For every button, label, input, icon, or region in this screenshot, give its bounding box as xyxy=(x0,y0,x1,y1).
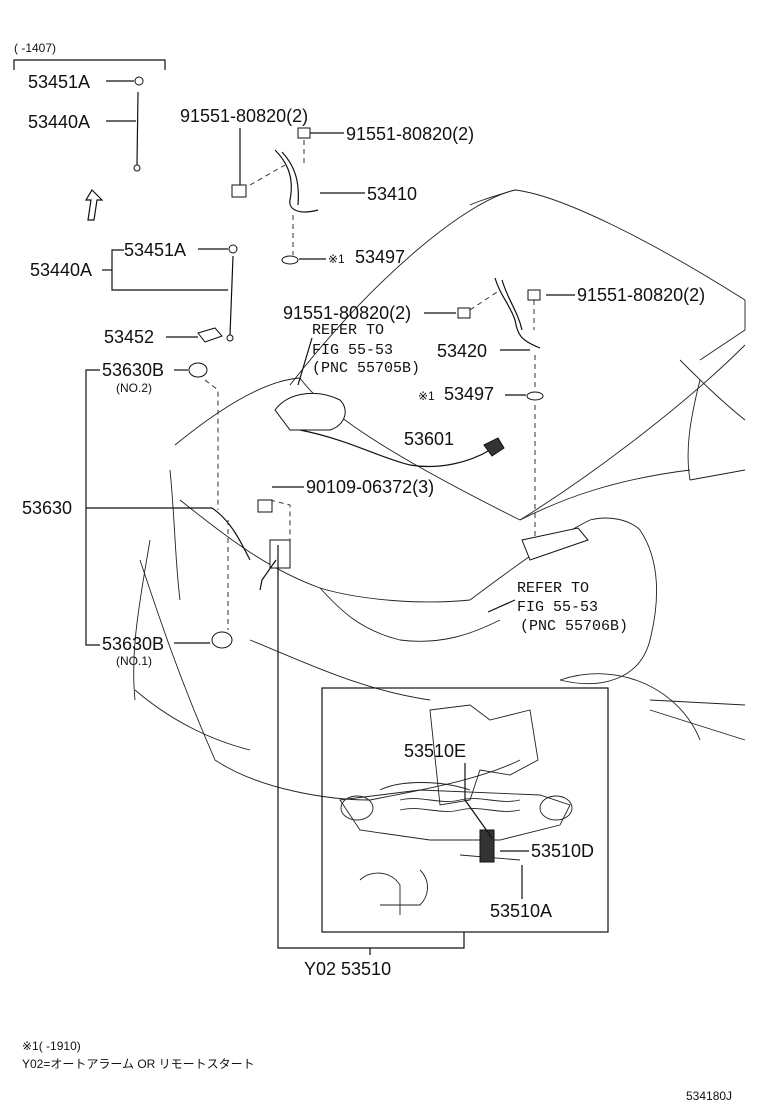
vehicle-outline xyxy=(133,189,746,801)
part-91551-c[interactable]: 91551-80820(2) xyxy=(283,303,411,323)
part-53451A-top[interactable]: 53451A xyxy=(28,72,90,92)
diagram-code: 534180J xyxy=(686,1089,732,1103)
refer-1-line-a: REFER TO xyxy=(312,322,384,339)
refer-2-line-c: (PNC 55706B) xyxy=(520,618,628,635)
part-53630[interactable]: 53630 xyxy=(22,498,72,518)
bolt-icon xyxy=(257,499,273,513)
part-53497-mid[interactable]: 53497 xyxy=(444,384,494,404)
clamp-bottom-group: 53630B (NO.1) xyxy=(102,520,233,668)
support-rod-group: 53451A 53440A 53452 xyxy=(30,240,238,347)
cable-53630-group: 53630 xyxy=(22,498,251,561)
part-53630B-top[interactable]: 53630B xyxy=(102,360,164,380)
refer-1-line-c: (PNC 55705B) xyxy=(312,360,420,377)
refer-note-2: REFER TO FIG 55-53 (PNC 55706B) xyxy=(487,405,628,635)
part-53630B-bot[interactable]: 53630B xyxy=(102,634,164,654)
bolt-icon xyxy=(457,307,471,319)
part-53452[interactable]: 53452 xyxy=(104,327,154,347)
part-91551-right[interactable]: 91551-80820(2) xyxy=(577,285,705,305)
refer-note-1: REFER TO FIG 55-53 (PNC 55705B) xyxy=(274,322,420,431)
footnote-1: ※1( -1910) xyxy=(22,1039,81,1053)
part-53601[interactable]: 53601 xyxy=(404,429,454,449)
range-label-1407: ( -1407) xyxy=(14,41,56,55)
clamp-top-group: 53630B (NO.2) xyxy=(85,360,219,646)
cable-53601-group: 53601 xyxy=(299,429,505,468)
part-53440A-top[interactable]: 53440A xyxy=(28,112,90,132)
refer-2-line-b[interactable]: FIG 55-53 xyxy=(517,599,598,616)
refer-2-line-a: REFER TO xyxy=(517,580,589,597)
y02-bracket: Y02 53510 xyxy=(277,545,465,979)
down-arrow-icon xyxy=(84,189,104,221)
refer-1-line-b[interactable]: FIG 55-53 xyxy=(312,342,393,359)
footnote-y02: Y02=オートアラーム OR リモートスタート xyxy=(22,1057,255,1071)
part-53451A-mid[interactable]: 53451A xyxy=(124,240,186,260)
part-53420[interactable]: 53420 xyxy=(437,341,487,361)
part-53497-top[interactable]: 53497 xyxy=(355,247,405,267)
part-91551-mid[interactable]: 91551-80820(2) xyxy=(346,124,474,144)
hinge-53410-group: 91551-80820(2) 91551-80820(2) 53410 ※1 5… xyxy=(180,106,474,267)
mark-1-top: ※1 xyxy=(328,252,345,266)
part-53440A-mid[interactable]: 53440A xyxy=(30,260,92,280)
part-53510E[interactable]: 53510E xyxy=(404,741,466,761)
latch-detail-box: 53510E 53510D 53510A xyxy=(321,687,609,933)
no2-label: (NO.2) xyxy=(116,381,152,395)
hinge-53420-group: 91551-80820(2) 91551-80820(2) 53420 ※1 5… xyxy=(283,277,705,404)
no1-label: (NO.1) xyxy=(116,654,152,668)
bolt-icon xyxy=(231,184,247,198)
part-90109[interactable]: 90109-06372(3) xyxy=(306,477,434,497)
mark-1-mid: ※1 xyxy=(418,389,435,403)
part-y02-53510[interactable]: Y02 53510 xyxy=(304,959,391,979)
part-53510D[interactable]: 53510D xyxy=(531,841,594,861)
footnotes: ※1( -1910) Y02=オートアラーム OR リモートスタート 53418… xyxy=(22,1039,732,1103)
bolt-icon xyxy=(297,127,311,139)
latch-bolt-group: 90109-06372(3) xyxy=(257,477,434,591)
part-53410[interactable]: 53410 xyxy=(367,184,417,204)
part-53510A[interactable]: 53510A xyxy=(490,901,552,921)
part-91551-left[interactable]: 91551-80820(2) xyxy=(180,106,308,126)
bolt-icon xyxy=(527,289,541,301)
inset-1407: ( -1407) 53451A 53440A xyxy=(13,41,166,221)
